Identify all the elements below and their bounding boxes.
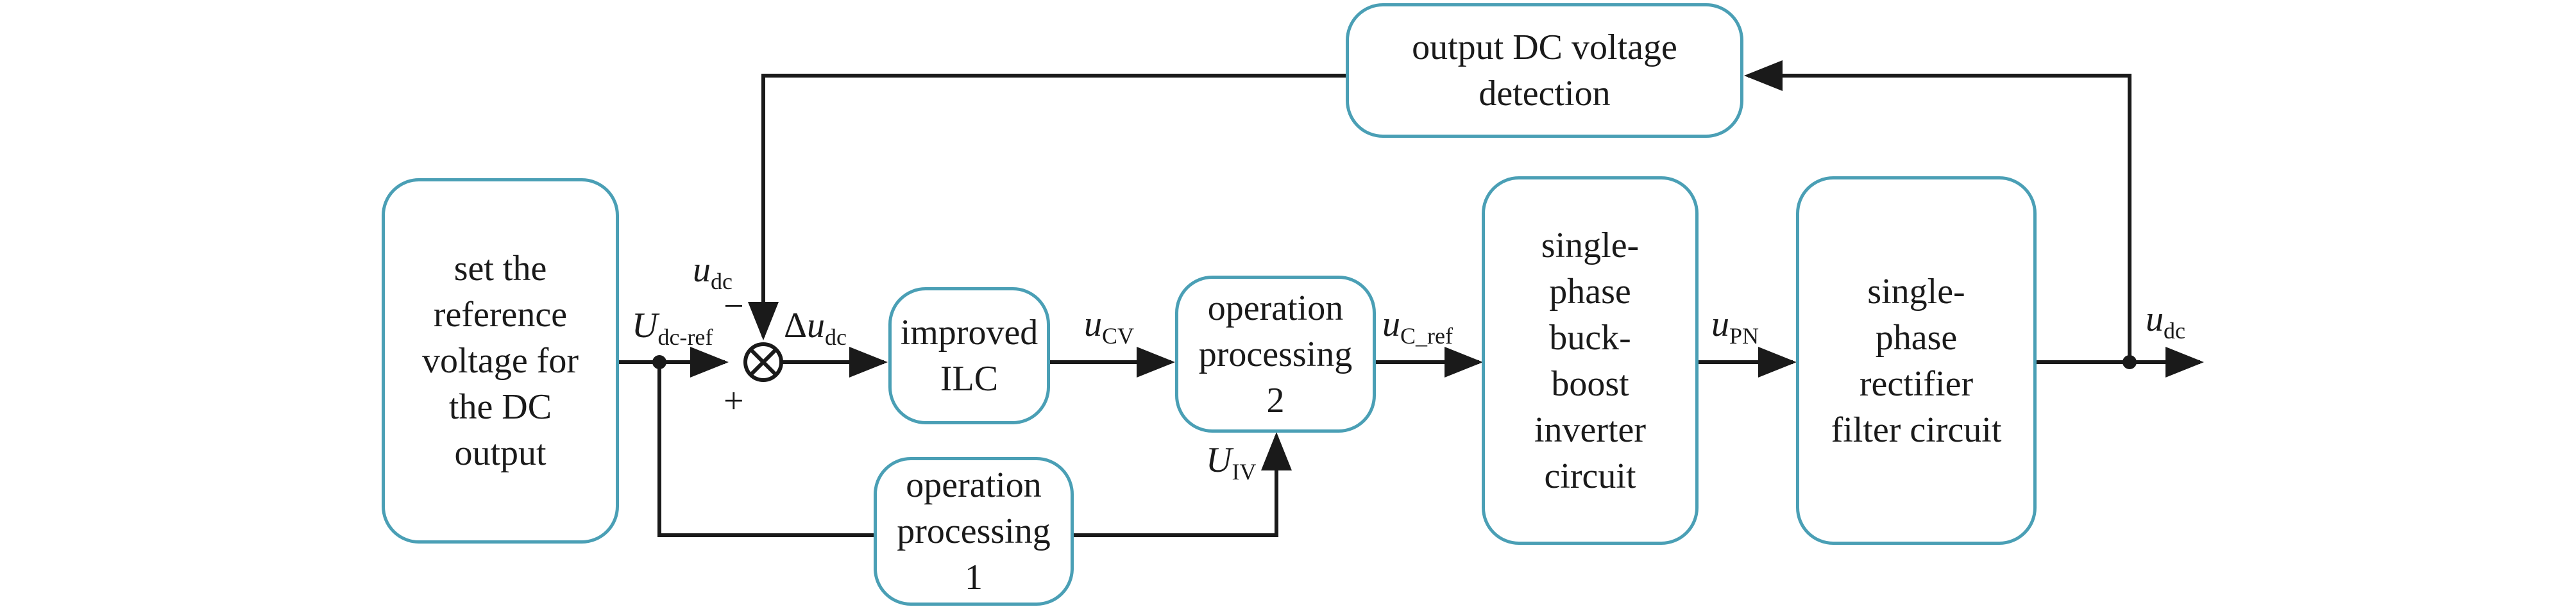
label-minus-sign: − <box>724 287 744 326</box>
line-detection-to-sum <box>748 74 1346 340</box>
label-uc-ref: uC_ref <box>1382 304 1453 349</box>
rectifier-filter-block: single- phase rectifier filter circuit <box>1796 176 2037 545</box>
branch-node-output <box>2123 355 2137 369</box>
improved-ilc-block: improved ILC <box>888 287 1050 424</box>
label-udc-ref: Udc-ref <box>632 306 713 350</box>
set-reference-voltage-block: set the reference voltage for the DC out… <box>382 178 619 544</box>
buck-boost-inverter-block: single- phase buck- boost inverter circu… <box>1482 176 1699 545</box>
label-upn: uPN <box>1711 304 1759 349</box>
label-udc-output: udc <box>2146 299 2185 344</box>
label-ucv: uCV <box>1084 304 1135 349</box>
summing-junction-cross-b <box>749 347 778 377</box>
line-ref-to-op1 <box>657 362 874 537</box>
operation-processing-2-block: operation processing 2 <box>1175 276 1376 433</box>
label-uiv: UIV <box>1206 440 1257 485</box>
label-plus-sign: + <box>724 381 744 421</box>
branch-node-ref <box>652 355 666 369</box>
dc-voltage-detection-block: output DC voltage detection <box>1346 3 1743 138</box>
line-output-to-detection <box>1744 60 2131 362</box>
label-udc-feedback: udc <box>693 250 733 294</box>
operation-processing-1-block: operation processing 1 <box>874 457 1074 606</box>
line-op1-to-op2 <box>1072 432 1292 537</box>
label-delta-udc: Δudc <box>784 306 847 350</box>
